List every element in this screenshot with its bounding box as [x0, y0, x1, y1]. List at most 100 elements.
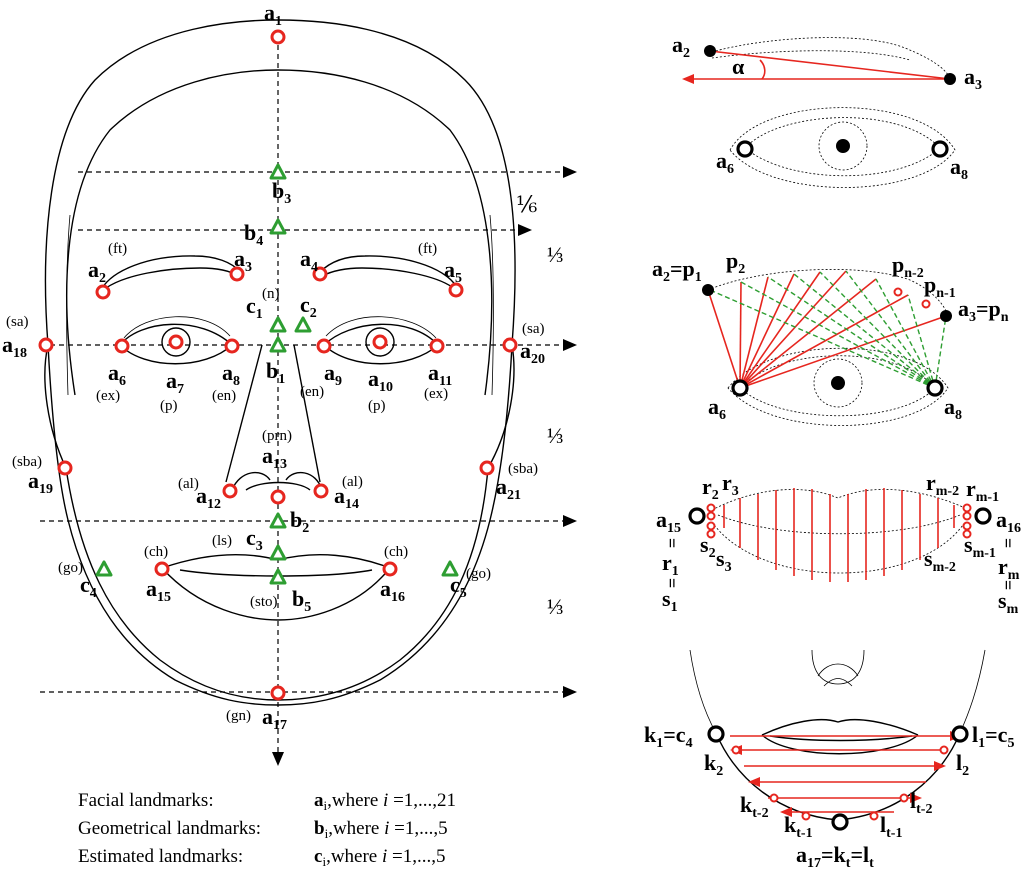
point-pn	[940, 310, 952, 322]
arrow-a6-p6	[739, 270, 847, 389]
label-a2: a2	[88, 257, 106, 286]
abbr-n: (n)	[262, 286, 280, 302]
ratio-third-upper: ⅓	[547, 242, 564, 267]
arrow-a6-p3	[739, 276, 769, 389]
label-a16: a16	[380, 576, 405, 605]
label-a5: a5	[444, 257, 462, 286]
point-a3-panel1	[944, 73, 956, 85]
label-a12: a12	[196, 483, 221, 512]
eye-outline-2	[739, 355, 936, 417]
label-a7: a7	[166, 368, 184, 397]
abbr-gn: (gn)	[226, 708, 251, 724]
geometric-landmark-points	[95, 163, 459, 585]
label-s1: s1	[662, 586, 678, 615]
nostrils	[231, 471, 323, 491]
point-r2	[706, 503, 716, 513]
abbr-sto: (sto)	[250, 594, 278, 610]
label-sm2: sm-2	[924, 546, 956, 575]
right-ear	[487, 344, 515, 469]
point-rm1	[962, 503, 972, 513]
landmark-a11	[429, 338, 445, 354]
label-a2-p1: a2=p1	[652, 256, 702, 285]
label-a9: a9	[324, 360, 342, 389]
point-lt2	[899, 793, 909, 803]
point-a17-panel4	[831, 813, 849, 831]
landmark-a16	[382, 561, 398, 577]
landmark-c3	[269, 544, 287, 561]
legend-geometrical-label: Geometrical landmarks:	[78, 818, 261, 839]
label-kt1: kt-1	[784, 812, 813, 841]
legend-estimated-def: ci,where i =1,...,5	[314, 846, 445, 869]
arrow-b3	[563, 166, 577, 178]
hair-inner-right	[489, 214, 494, 396]
abbr-en-left: (en)	[212, 388, 236, 404]
legend-estimated-label: Estimated landmarks:	[78, 846, 243, 867]
nose-left	[225, 344, 263, 483]
label-a17: a17	[262, 704, 287, 733]
label-k2: k2	[704, 750, 723, 779]
left-eye-upper-lid	[123, 316, 231, 339]
eye-outer-2	[727, 347, 949, 426]
label-c4: c4	[80, 572, 97, 601]
point-pn1-dot	[921, 299, 931, 309]
arrow-a8-p4	[793, 273, 936, 389]
ratio-third-middle: ⅓	[547, 423, 564, 448]
label-a20: a20	[520, 338, 545, 367]
arrows-from-a6	[707, 270, 947, 389]
upper-lip-4	[761, 719, 919, 736]
panel-chin-contour: k1=c4 l1=c5 k2 l2 kt-2 lt-2 kt-1 lt-1 a1…	[644, 649, 1014, 871]
landmark-c4	[95, 560, 113, 577]
point-p1	[702, 284, 714, 296]
label-s3: s3	[716, 546, 732, 575]
landmark-a10	[372, 334, 388, 350]
landmark-c2	[294, 316, 312, 333]
label-a6-panel2: a6	[708, 394, 726, 423]
landmark-a4	[312, 266, 328, 282]
point-a2-panel1	[704, 45, 716, 57]
abbr-ft-left: (ft)	[108, 241, 127, 257]
arrow-a6-pn	[739, 315, 947, 389]
landmark-a5	[448, 282, 464, 298]
label-pn2: pn-2	[892, 252, 924, 281]
arrow-b4	[518, 224, 532, 236]
arrows-from-a8	[709, 270, 947, 389]
label-p2: p2	[726, 248, 745, 277]
eyebrow-outline-1	[711, 37, 951, 79]
abbr-ls: (ls)	[212, 533, 232, 549]
label-a11: a11	[428, 360, 452, 389]
label-b2: b2	[290, 507, 309, 536]
legend-facial-def: ai,where i =1,...,21	[314, 790, 456, 813]
left-eyebrow-lower	[105, 267, 239, 289]
label-c1: c1	[246, 293, 263, 322]
abbr-sa-left: (sa)	[6, 314, 29, 330]
label-a15: a15	[146, 576, 171, 605]
point-k2	[731, 745, 741, 755]
abbr-go-right: (go)	[466, 566, 491, 582]
landmark-a18	[38, 337, 54, 353]
landmark-a8	[224, 338, 240, 354]
arrow-a8-p2	[740, 281, 936, 389]
pupil-1	[836, 139, 850, 153]
landmark-b3	[269, 163, 287, 180]
label-r3: r3	[722, 470, 739, 499]
label-b1: b1	[266, 358, 285, 387]
point-sm1	[962, 521, 972, 531]
label-a8-panel2: a8	[944, 394, 962, 423]
label-a19: a19	[28, 468, 53, 497]
landmark-a19	[57, 460, 73, 476]
chin-arrowhead-3	[934, 761, 946, 771]
legend: Facial landmarks: ai,where i =1,...,21 G…	[78, 790, 456, 869]
abbr-sba-left: (sba)	[12, 454, 42, 470]
label-b4: b4	[244, 220, 263, 249]
hair-inner-left	[66, 214, 71, 396]
right-eyebrow	[319, 255, 459, 291]
pupil-2	[831, 376, 845, 390]
abbr-go-left: (go)	[58, 560, 83, 576]
face-drawing	[44, 19, 516, 706]
landmark-a2	[95, 284, 111, 300]
label-kt2: kt-2	[740, 792, 769, 821]
label-r2: r2	[702, 474, 719, 503]
arrow-a17	[563, 686, 577, 698]
chin-arrowhead-6	[780, 807, 792, 817]
lower-lip	[161, 567, 391, 621]
